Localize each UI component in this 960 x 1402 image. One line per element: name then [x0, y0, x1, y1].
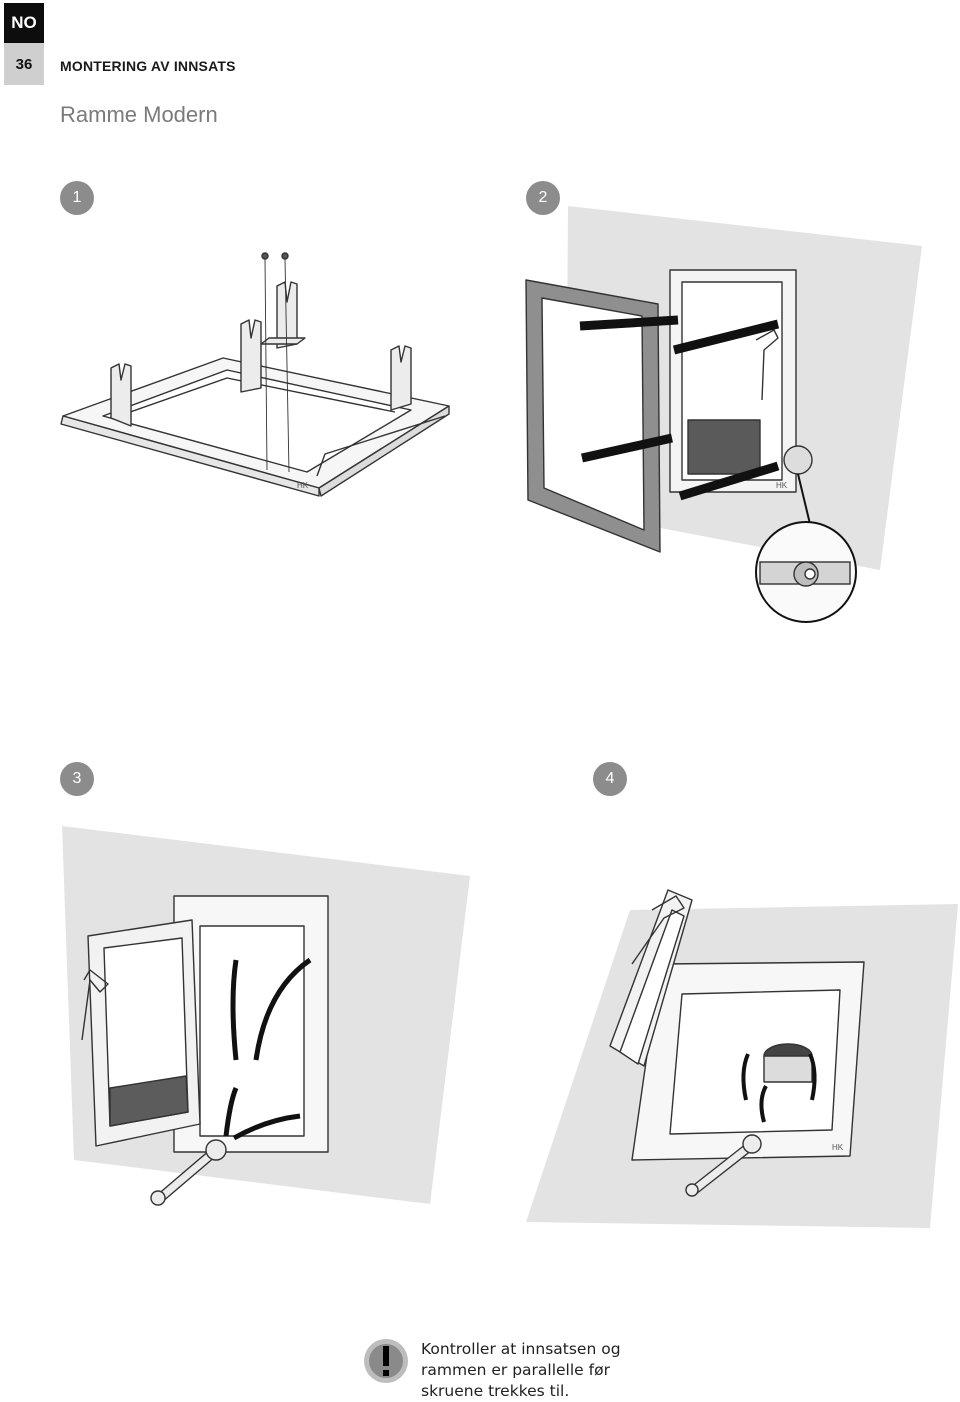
note-line: skruene trekkes til.	[421, 1382, 570, 1400]
brand-mark: HK	[297, 481, 309, 490]
brand-mark: HK	[776, 481, 788, 490]
page-title: Ramme Modern	[60, 102, 218, 127]
note-text: Kontroller at innsatsen og rammen er par…	[421, 1339, 721, 1402]
step-badge-1: 1	[60, 181, 94, 215]
note-line: Kontroller at innsatsen og	[421, 1340, 621, 1358]
language-tab: NO	[4, 3, 44, 43]
step-badge-2: 2	[526, 181, 560, 215]
figure-3-tighten-screws	[62, 826, 470, 1206]
page-number: 36	[4, 43, 44, 85]
step-badge-3: 3	[60, 762, 94, 796]
note-line: rammen er parallelle før	[421, 1361, 610, 1379]
section-title: MONTERING AV INNSATS	[60, 58, 236, 74]
brand-mark: HK	[832, 1143, 844, 1152]
figure-2-frame-attach: HK	[525, 206, 922, 623]
figure-1-frame-brackets: HK	[60, 252, 450, 497]
step-badge-4: 4	[593, 762, 627, 796]
figure-4-adjust-insert: HK	[526, 889, 958, 1228]
exclamation-icon	[364, 1339, 408, 1383]
